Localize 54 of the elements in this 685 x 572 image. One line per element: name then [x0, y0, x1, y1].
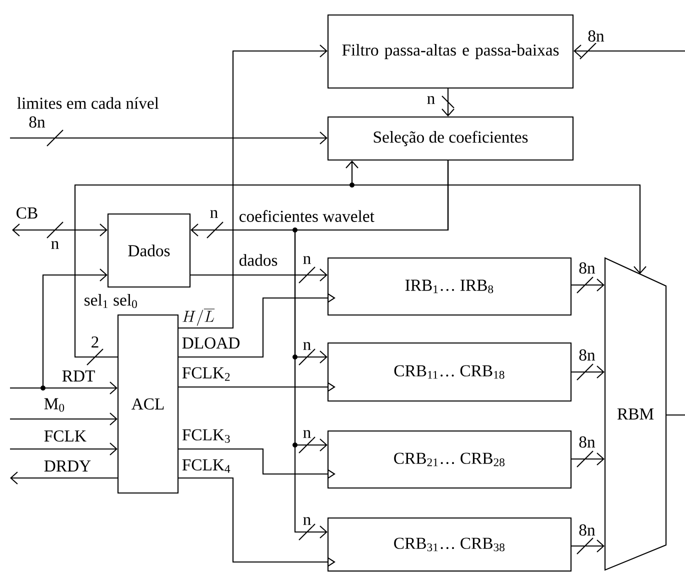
signal-label: coeficientes wavelet — [238, 208, 376, 224]
arrow — [572, 278, 604, 292]
edge-label: limites em cada nível — [16, 96, 160, 110]
block-box: Dados — [107, 213, 191, 288]
arrow — [294, 160, 449, 538]
arrow — [442, 88, 454, 116]
edge-label: DRDY — [42, 459, 92, 473]
edge-label: n — [208, 208, 220, 220]
arrow — [572, 540, 604, 552]
bus-width-label: 8n — [27, 115, 47, 129]
block-box: ACL — [117, 314, 179, 494]
edge-label: CB — [14, 206, 40, 220]
arrow — [574, 44, 685, 58]
edge-label: n — [302, 340, 312, 352]
edge-label: $H/\overline{L}$ — [180, 306, 216, 328]
block-box: CRB$_{21}$… CRB$_{28}$ — [327, 430, 572, 489]
arrow — [12, 224, 108, 236]
block-box: Seleção de coeficientes — [327, 116, 574, 161]
block-box: Filtro passa-altas e passa-baixas — [327, 14, 574, 89]
signal-label: sel$_{1}$ sel$_{0}$ — [82, 292, 140, 310]
edge-label: FCLK$_{2}$ — [180, 366, 232, 382]
arrow — [178, 44, 328, 329]
edge-label: 8n — [577, 348, 597, 362]
edge-label: M$_{0}$ — [42, 396, 67, 414]
edge-label: RDT — [60, 369, 97, 383]
arrow — [10, 472, 118, 484]
edge-label: 2 — [90, 335, 100, 349]
arrow — [10, 268, 118, 394]
multiplexer-block: RBM — [604, 257, 667, 571]
arrow — [572, 452, 604, 466]
edge-label: 8n — [577, 435, 597, 449]
edge-label: FCLK$_{4}$ — [180, 458, 232, 474]
arrow — [572, 366, 604, 378]
arrow — [10, 132, 328, 144]
bus-width-label: n — [302, 254, 312, 266]
edge-label: dados — [238, 252, 280, 268]
arrow — [10, 412, 118, 426]
arrow — [10, 442, 118, 456]
edge-label: 8n — [577, 261, 597, 275]
edge-label: n — [426, 94, 436, 106]
edge-label: FCLK — [42, 429, 88, 443]
arrow — [190, 268, 328, 282]
block-box: CRB$_{31}$… CRB$_{38}$ — [327, 517, 572, 572]
signal-line — [666, 414, 685, 416]
edge-label: 8n — [577, 523, 597, 537]
arrow — [74, 160, 646, 358]
edge-label: n — [302, 516, 312, 526]
edge-label: FCLK$_{3}$ — [180, 428, 232, 444]
bus-width-label: n — [50, 240, 60, 250]
edge-label: n — [302, 428, 312, 440]
edge-label: DLOAD — [180, 336, 242, 350]
edge-label: 8n — [586, 29, 606, 43]
block-box: CRB$_{11}$… CRB$_{18}$ — [327, 342, 572, 402]
block-box: IRB$_{1}$… IRB$_{8}$ — [327, 257, 572, 316]
